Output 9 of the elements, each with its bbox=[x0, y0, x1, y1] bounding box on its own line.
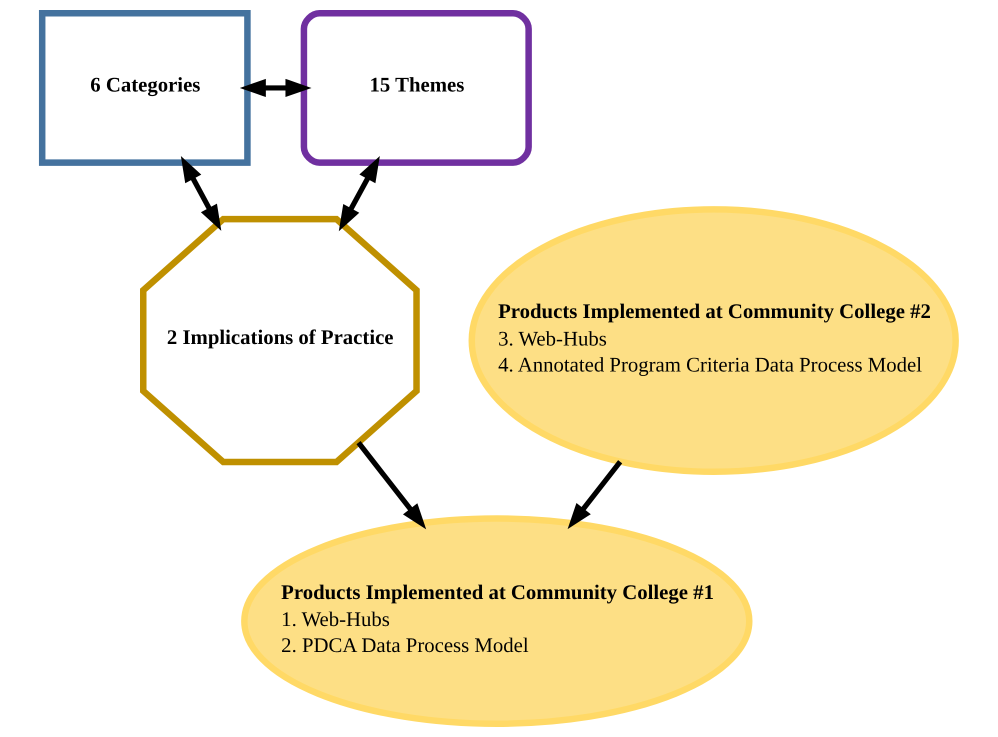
arrow bbox=[338, 156, 380, 232]
node-box: 6 Categories bbox=[38, 10, 251, 166]
node-ellipse: Products Implemented at Community College #2 3. Web-Hubs 4. Annotated Program Criteria Data Process Model bbox=[468, 206, 959, 475]
arrow bbox=[568, 460, 622, 530]
arrow bbox=[180, 156, 222, 231]
node-ellipse: Products Implemented at Community College #1 1. Web-Hubs 2. PDCA Data Process Model bbox=[241, 515, 752, 727]
arrow bbox=[240, 78, 312, 98]
node-box: 15 Themes bbox=[300, 10, 532, 166]
arrow bbox=[356, 441, 426, 530]
